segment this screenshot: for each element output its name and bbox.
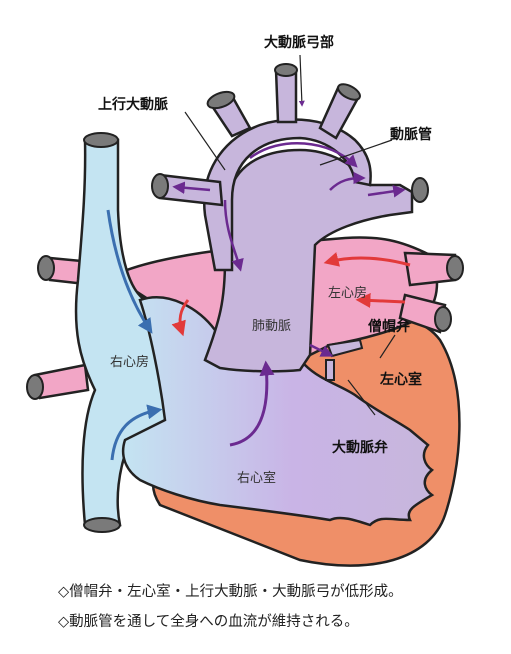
leader-line-mitral (379, 334, 396, 359)
aortic-arch (203, 118, 372, 272)
vessel-cap (446, 255, 464, 281)
label-pulmonary-artery: 肺動脈 (252, 319, 291, 334)
arch-branch-2 (274, 68, 298, 124)
flow-arrow-purple (229, 360, 275, 447)
leader-line-ductus (319, 139, 393, 166)
caption-line-2: ◇動脈管を通して全身への血流が維持される。 (58, 614, 359, 630)
label-right-atrium: 右心房 (110, 354, 149, 370)
vessel-cap (274, 63, 298, 77)
vessel-cap (151, 173, 169, 199)
vessel-cap (337, 83, 361, 101)
pulmonary-vein-lower (398, 293, 447, 334)
label-aortic-valve: 大動脈弁 (332, 439, 388, 456)
flow-arrow-red (171, 299, 190, 337)
label-mitral-valve: 僧帽弁 (368, 318, 410, 335)
label-ductus: 動脈管 (390, 126, 432, 143)
leader-line-aortic-arch (298, 54, 305, 107)
vessel-cap (411, 177, 429, 203)
right-heart-body (121, 296, 435, 527)
flow-arrow-blue (110, 404, 163, 461)
flow-arrow-purple (367, 185, 406, 198)
flow-arrow-purple (249, 142, 358, 168)
label-right-ventricle: 右心室 (237, 470, 276, 486)
hypoplastic-aorta-stub (325, 359, 335, 381)
flow-arrow-blue (106, 209, 153, 334)
vessel-cap (206, 90, 236, 110)
label-ascending-aorta: 上行大動脈 (98, 96, 168, 113)
label-left-atrium: 左心房 (328, 285, 367, 301)
flow-arrow-red (323, 252, 411, 267)
flow-arrow-purple (329, 171, 366, 191)
label-aortic-arch: 大動脈弓部 (264, 34, 334, 51)
flow-arrow-purple (172, 181, 211, 194)
vessel-cap (83, 132, 119, 148)
vessel-cap (26, 374, 44, 400)
vessel-cap (83, 517, 121, 533)
vessel-cap (434, 306, 452, 332)
vessel-cap (37, 255, 55, 281)
leader-line-aortic-valve (347, 379, 376, 416)
flow-arrow-red (355, 292, 406, 308)
flow-arrow-purple (309, 343, 334, 357)
label-left-ventricle: 左心室 (379, 371, 422, 388)
flow-arrow-purple (223, 199, 244, 272)
caption-line-1: ◇僧帽弁・左心室・上行大動脈・大動脈弓が低形成。 (58, 584, 403, 600)
leader-line-ascending-aorta (184, 111, 226, 171)
